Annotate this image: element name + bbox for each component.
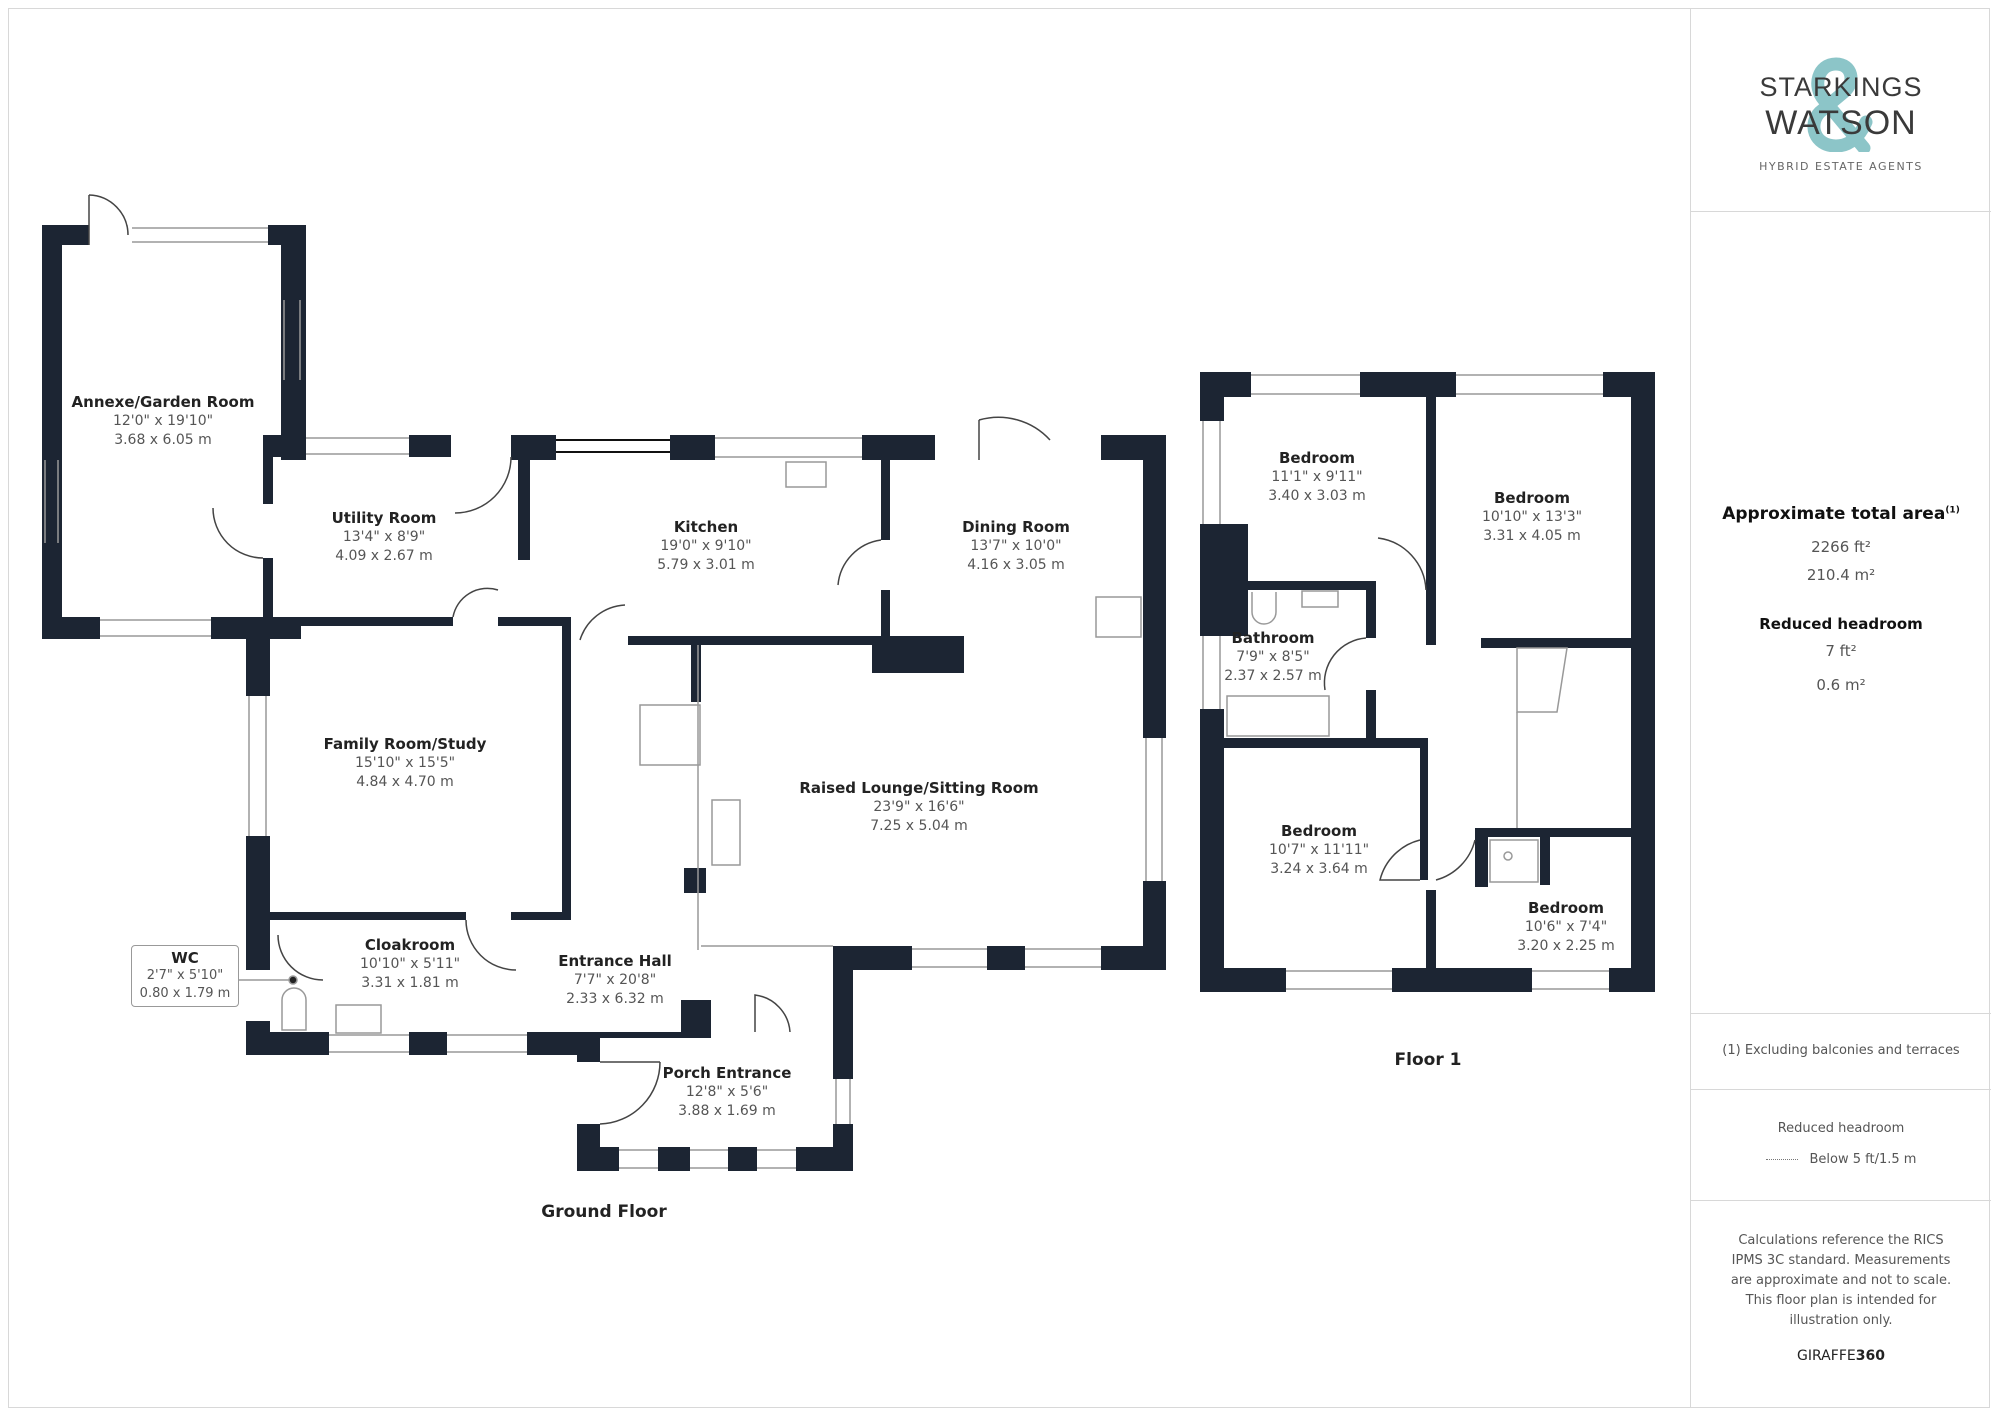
divider [1691,1089,1991,1090]
disclaimer: Calculations reference the RICS IPMS 3C … [1730,1233,1952,1328]
legend-item-text: Below 5 ft/1.5 m [1809,1152,1917,1167]
logo-line2: WATSON [1765,104,1917,142]
legend-title: Reduced headroom [1777,1121,1905,1136]
room-dims-metric: 3.31 x 4.05 m [1483,528,1581,544]
walls [42,225,1655,1171]
reduced-m: 0.6 m² [1816,676,1866,694]
room-dims-imperial: 10'6" x 7'4" [1524,919,1608,935]
reduced-ft: 7 ft² [1825,642,1857,660]
area-m: 210.4 m² [1806,566,1876,584]
room-dims-metric: 3.68 x 6.05 m [114,432,212,448]
room-dims-metric: 3.88 x 1.69 m [678,1103,776,1119]
windows-and-fixtures [44,194,1609,1169]
room-dims-metric: 3.31 x 1.81 m [361,975,459,991]
room-dims-imperial: 10'7" x 11'11" [1268,842,1370,858]
info-panel: STARKINGS WATSON HYBRID ESTATE AGENTS Ap… [1690,8,1991,1408]
area-ft: 2266 ft² [1811,538,1871,556]
room-name: Family Room/Study [323,735,487,753]
room-name: Bedroom [1494,489,1570,507]
logo-line1: STARKINGS [1759,72,1923,102]
room-dims-metric: 3.20 x 2.25 m [1517,938,1615,954]
room-dims-metric: 2.33 x 6.32 m [566,991,664,1007]
room-name: Bedroom [1279,449,1355,467]
area-title-text: Approximate total area [1722,504,1946,524]
floor1-title: Floor 1 [1394,1050,1462,1070]
room-dims-metric: 4.16 x 3.05 m [967,557,1065,573]
room-dims-imperial: 10'10" x 13'3" [1481,509,1583,525]
room-name: Bedroom [1528,899,1604,917]
room-dims-metric: 5.79 x 3.01 m [657,557,755,573]
room-raised-lounge: Raised Lounge/Sitting Room 23'9" x 16'6"… [799,779,1038,836]
room-dims-metric: 3.40 x 3.03 m [1268,488,1366,504]
room-utility-room: Utility Room 13'4" x 8'9" 4.09 x 2.67 m [332,509,437,566]
room-bedroom-1: Bedroom 11'1" x 9'11" 3.40 x 3.03 m [1268,449,1366,506]
room-dims-imperial: 10'10" x 5'11" [359,956,461,972]
room-dims-metric: 7.25 x 5.04 m [870,818,968,834]
room-name: Entrance Hall [558,952,672,970]
room-dims-imperial: 12'8" x 5'6" [685,1084,769,1100]
room-dims-metric: 2.37 x 2.57 m [1224,668,1322,684]
room-dims-metric: 4.09 x 2.67 m [335,548,433,564]
room-dims-imperial: 12'0" x 19'10" [112,413,214,429]
room-dims-imperial: 23'9" x 16'6" [873,799,965,815]
room-dims-imperial: 7'9" x 8'5" [1236,649,1310,665]
room-dining-room: Dining Room 13'7" x 10'0" 4.16 x 3.05 m [962,518,1070,575]
room-name: Bedroom [1281,822,1357,840]
room-name: Cloakroom [364,936,456,954]
ground-floor-title: Ground Floor [541,1202,667,1222]
room-dims-imperial: 13'7" x 10'0" [970,538,1062,554]
room-annexe-garden-room: Annexe/Garden Room 12'0" x 19'10" 3.68 x… [72,393,255,450]
brand-a: GIRAFFE [1797,1348,1856,1364]
room-dims-imperial: 13'4" x 8'9" [342,529,426,545]
room-name: Bathroom [1231,629,1315,647]
reduced-headroom-title: Reduced headroom [1759,615,1923,633]
room-kitchen: Kitchen 19'0" x 9'10" 5.79 x 3.01 m [657,518,755,575]
room-bedroom-4: Bedroom 10'6" x 7'4" 3.20 x 2.25 m [1517,899,1615,956]
room-bathroom: Bathroom 7'9" x 8'5" 2.37 x 2.57 m [1224,629,1322,686]
room-dims-imperial: 2'7" x 5'10" [146,968,224,983]
room-name: Annexe/Garden Room [71,393,255,411]
giraffe360-brand: GIRAFFE360 [1691,1348,1991,1364]
page-frame [8,8,1990,1408]
room-porch-entrance: Porch Entrance 12'8" x 5'6" 3.88 x 1.69 … [663,1064,792,1121]
room-dims-imperial: 7'7" x 20'8" [573,972,657,988]
room-dims-imperial: 11'1" x 9'11" [1271,469,1363,485]
room-name: Kitchen [673,518,739,536]
footnote: (1) Excluding balconies and terraces [1722,1043,1960,1058]
divider [1691,211,1991,212]
room-name: Porch Entrance [662,1064,792,1082]
room-dims-metric: 4.84 x 4.70 m [356,774,454,790]
room-dims-metric: 0.80 x 1.79 m [139,986,231,1001]
brand-b: 360 [1855,1348,1885,1364]
room-bedroom-2: Bedroom 10'10" x 13'3" 3.31 x 4.05 m [1482,489,1582,546]
area-footnote-marker: (1) [1945,505,1960,516]
room-dims-imperial: 19'0" x 9'10" [660,538,752,554]
legend-item: Below 5 ft/1.5 m [1691,1152,1991,1167]
room-dims-metric: 3.24 x 3.64 m [1270,861,1368,877]
room-wc-callout: WC 2'7" x 5'10" 0.80 x 1.79 m [131,945,239,1007]
divider [1691,1013,1991,1014]
room-bedroom-3: Bedroom 10'7" x 11'11" 3.24 x 3.64 m [1269,822,1369,879]
room-name: Utility Room [331,509,437,527]
dotted-line-icon [1765,1159,1798,1160]
logo-ampersand-icon [1807,57,1873,152]
room-name: Raised Lounge/Sitting Room [799,779,1039,797]
area-title: Approximate total area(1) [1691,504,1991,524]
room-name: Dining Room [962,518,1070,536]
room-name: WC [171,949,199,967]
room-cloakroom: Cloakroom 10'10" x 5'11" 3.31 x 1.81 m [360,936,460,993]
room-family-room-study: Family Room/Study 15'10" x 15'5" 4.84 x … [324,735,487,792]
logo-tagline: HYBRID ESTATE AGENTS [1759,160,1923,173]
starkings-watson-logo: STARKINGS WATSON HYBRID ESTATE AGENTS [1691,56,1991,176]
room-dims-imperial: 15'10" x 15'5" [354,755,456,771]
divider [1691,1200,1991,1201]
room-entrance-hall: Entrance Hall 7'7" x 20'8" 2.33 x 6.32 m [558,952,672,1009]
